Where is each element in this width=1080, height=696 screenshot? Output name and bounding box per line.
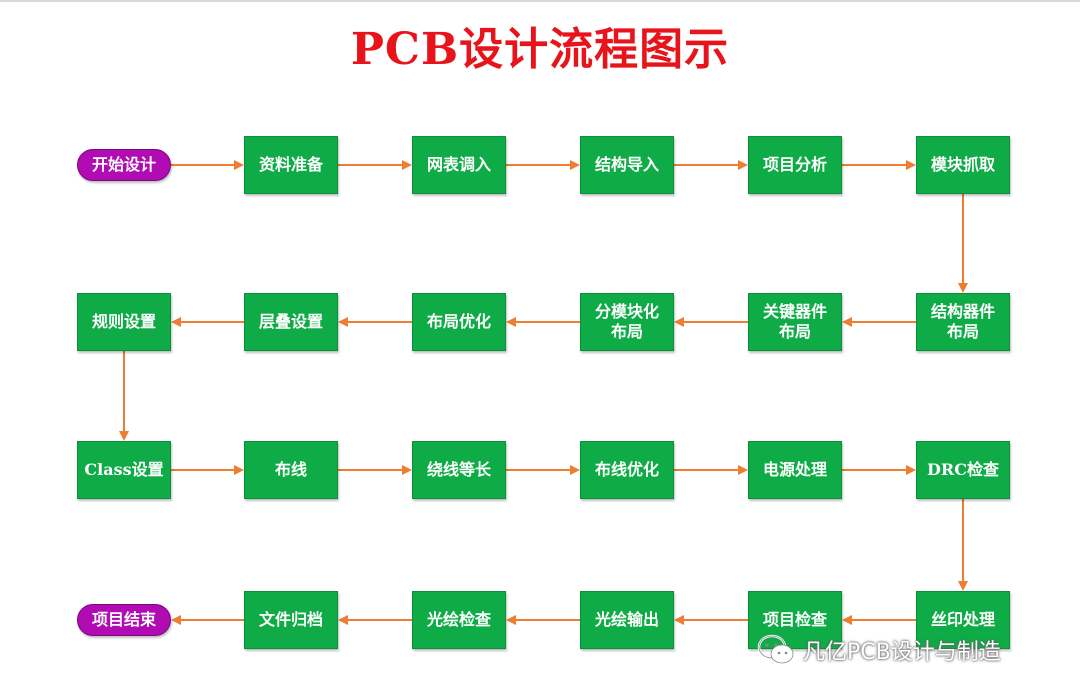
process-step: 结构导入 bbox=[580, 136, 674, 194]
process-step: 布局优化 bbox=[412, 293, 506, 351]
watermark: 凡亿PCB设计与制造 bbox=[757, 630, 1001, 670]
top-divider bbox=[0, 0, 1080, 2]
process-step: 布线 bbox=[244, 441, 338, 499]
process-step: 规则设置 bbox=[77, 293, 171, 351]
process-step: 项目分析 bbox=[748, 136, 842, 194]
terminal-node: 项目结束 bbox=[77, 604, 171, 636]
process-step: Class设置 bbox=[77, 441, 171, 499]
process-step: 丝印处理 bbox=[916, 591, 1010, 649]
process-step: 项目检查 bbox=[748, 591, 842, 649]
process-step: 布线优化 bbox=[580, 441, 674, 499]
process-step: 结构器件 布局 bbox=[916, 293, 1010, 351]
diagram-title: PCB设计流程图示 bbox=[350, 24, 730, 75]
process-step: 光绘输出 bbox=[580, 591, 674, 649]
process-step: 绕线等长 bbox=[412, 441, 506, 499]
process-step: 资料准备 bbox=[244, 136, 338, 194]
process-step: 光绘检查 bbox=[412, 591, 506, 649]
terminal-node: 开始设计 bbox=[77, 149, 171, 181]
process-step: 电源处理 bbox=[748, 441, 842, 499]
watermark-text: 凡亿PCB设计与制造 bbox=[803, 640, 1001, 665]
process-step: 层叠设置 bbox=[244, 293, 338, 351]
process-step: 文件归档 bbox=[244, 591, 338, 649]
process-step: 模块抓取 bbox=[916, 136, 1010, 194]
process-step: DRC检查 bbox=[916, 441, 1010, 499]
process-step: 关键器件 布局 bbox=[748, 293, 842, 351]
process-step: 网表调入 bbox=[412, 136, 506, 194]
process-step: 分模块化 布局 bbox=[580, 293, 674, 351]
wechat-icon bbox=[757, 634, 794, 664]
